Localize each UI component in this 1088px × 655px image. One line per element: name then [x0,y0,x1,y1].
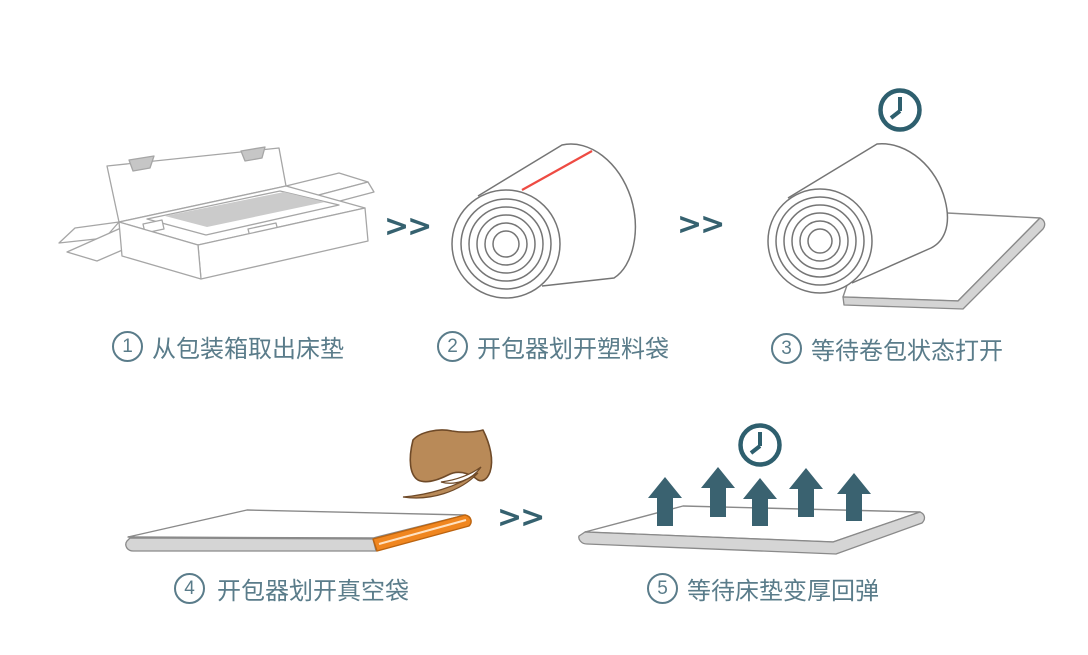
peeled-bag-icon [402,429,493,499]
vacuum-mattress-illustration [125,429,493,552]
roll-end-rings [767,188,873,294]
mattress-edge [578,511,926,555]
mattress-sheet-edge [842,217,1046,310]
box-left-end-face [118,221,202,280]
clock-icon [878,88,922,132]
vacuum-edge-highlight [378,519,467,545]
up-arrow-icon [789,468,823,517]
step-text: 等待卷包状态打开 [811,338,1003,365]
step-number-badge: 1 [112,331,143,362]
roll-end-rings [451,189,561,299]
step-5-label: 5 等待床垫变厚回弹 [647,571,879,606]
up-arrow-icon [701,467,735,517]
cut-line-icon [521,150,593,191]
step-text: 从包装箱取出床垫 [152,336,344,363]
step-text: 开包器划开塑料袋 [477,336,669,363]
up-arrow-icon [743,478,777,526]
step-number-badge: 5 [647,573,678,604]
step-number-badge: 4 [174,573,205,604]
step-2-label: 2 开包器划开塑料袋 [437,329,669,364]
box-tab-left [128,155,155,172]
next-step-chevron-icon: >> [497,500,545,535]
step-number-badge: 3 [771,333,802,364]
box-tab-right [240,146,266,162]
step-number-badge: 2 [437,331,468,362]
mattress-front-edge [125,537,377,552]
expand-arrows [648,467,871,526]
clock-icon [738,423,782,467]
step-text: 等待床垫变厚回弹 [687,578,879,605]
step-1-label: 1 从包装箱取出床垫 [112,329,344,364]
box-opening-inner-wall [165,192,325,227]
expanding-mattress-illustration [578,423,926,555]
next-step-chevron-icon: >> [384,209,432,244]
step-text: 开包器划开真空袋 [217,578,409,605]
up-arrow-icon [648,477,682,526]
step-3-label: 3 等待卷包状态打开 [771,331,1003,366]
up-arrow-icon [837,473,871,521]
step-4-label: 4 开包器划开真空袋 [174,571,409,606]
unrolling-mattress-illustration [767,88,1046,310]
open-carton-box-illustration [58,146,375,280]
rolled-mattress-illustration [451,143,637,299]
next-step-chevron-icon: >> [677,207,725,242]
